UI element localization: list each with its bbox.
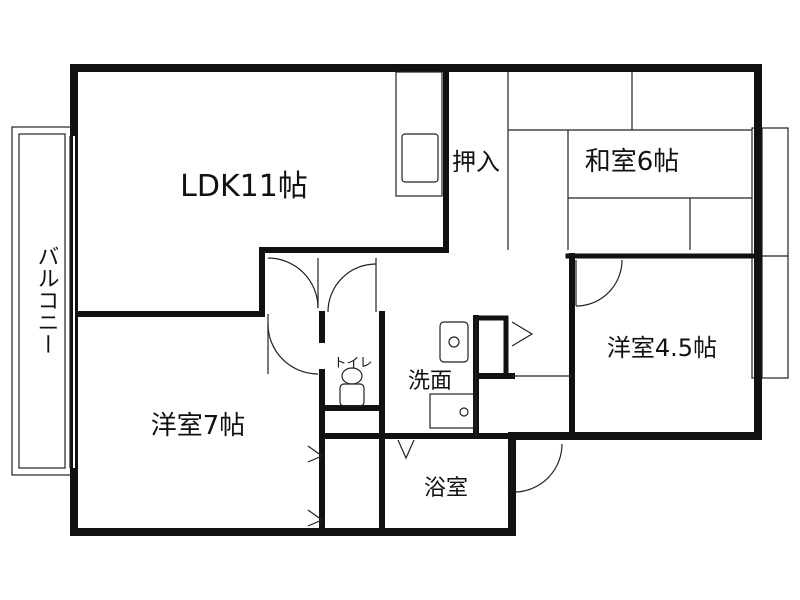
label-oshiire: 押入 — [452, 148, 500, 176]
interior-walls — [71, 65, 761, 535]
label-ldk: LDK11帖 — [180, 169, 308, 204]
label-yoshitsu-45: 洋室4.5帖 — [607, 334, 717, 362]
fixtures — [69, 71, 752, 527]
label-yokushitsu: 浴室 — [424, 476, 468, 501]
room-labels: LDK11帖 和室6帖 押入 洋室4.5帖 洋室7帖 トイレ 洗面 浴室 バルコ… — [34, 147, 718, 501]
label-washitsu: 和室6帖 — [585, 147, 680, 177]
label-senmen: 洗面 — [408, 369, 452, 394]
label-balcony: バルコニー — [34, 245, 59, 355]
label-yoshitsu-7: 洋室7帖 — [151, 411, 246, 441]
label-toilet: トイレ — [333, 356, 372, 371]
outer-walls — [70, 64, 762, 536]
